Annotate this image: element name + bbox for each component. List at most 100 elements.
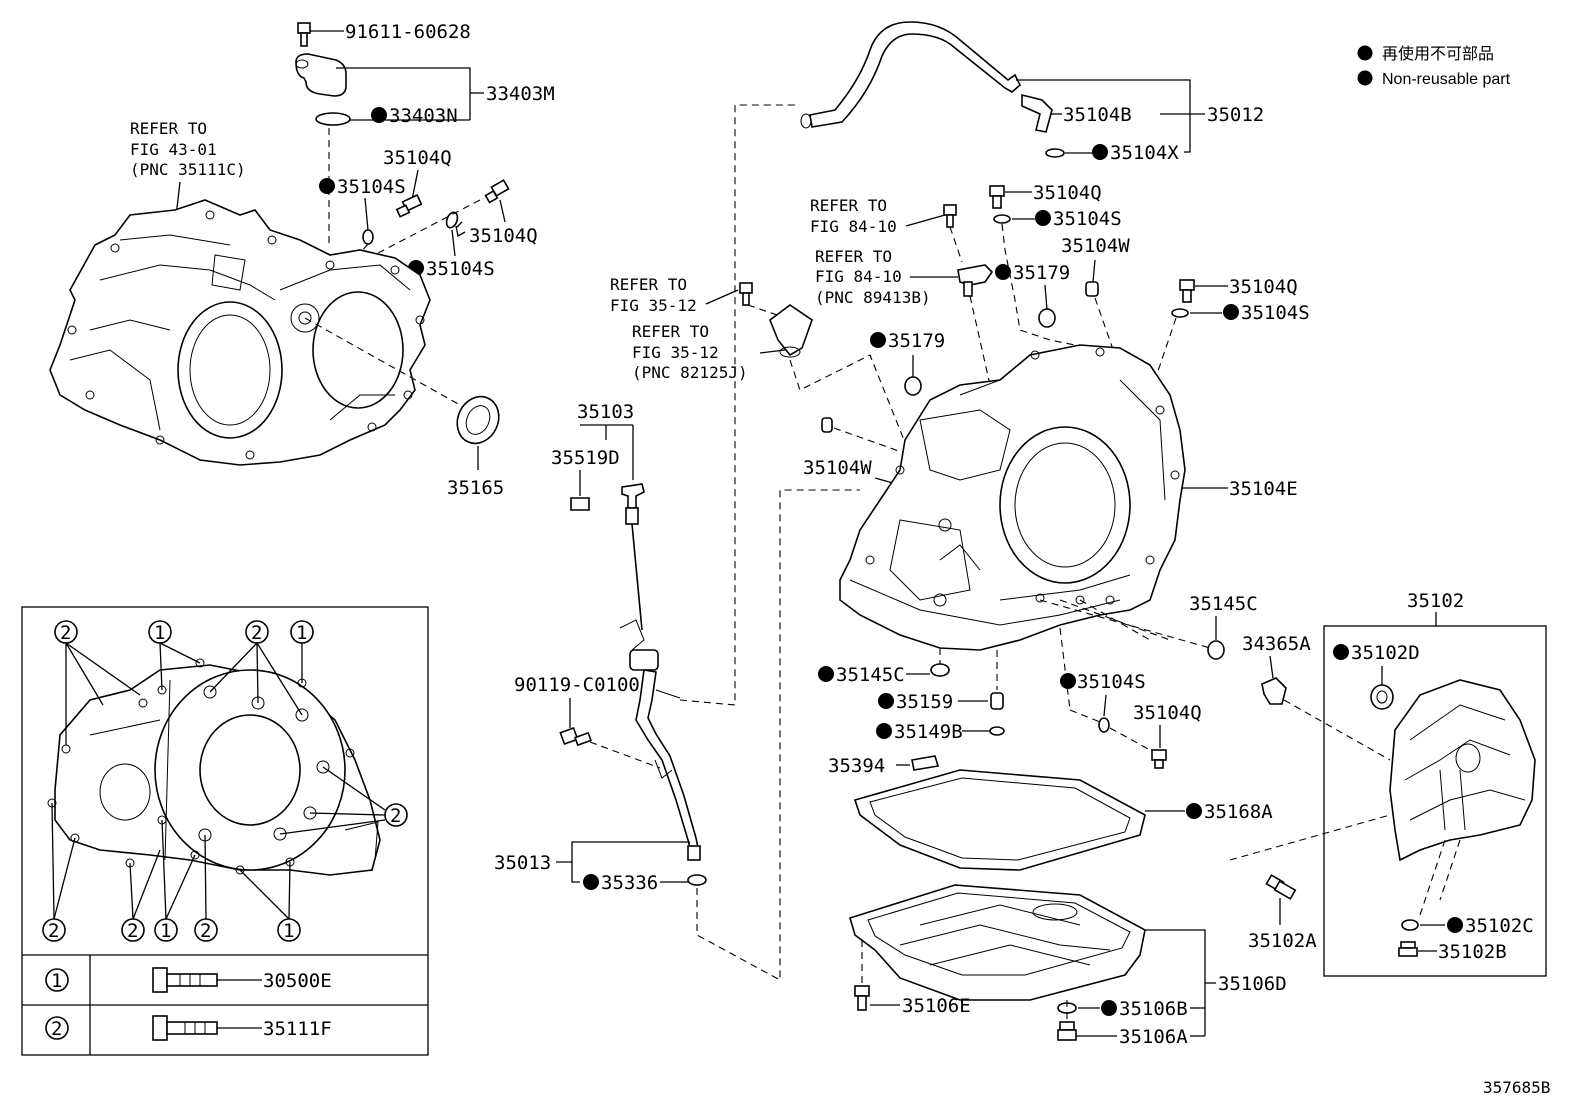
drain-plug-icon xyxy=(1057,1021,1077,1041)
dowel-pin-icon xyxy=(821,417,833,433)
callout-1-icon: 1 xyxy=(154,918,178,942)
o-ring-icon xyxy=(993,214,1011,224)
bolt-icon xyxy=(395,194,423,218)
part-label-35106A: 35106A xyxy=(1119,1026,1188,1048)
callout-1-icon: 1 xyxy=(290,620,314,644)
non-reusable-dot-icon xyxy=(1035,210,1051,226)
bolt-icon xyxy=(152,967,218,993)
part-label-35102: 35102 xyxy=(1407,590,1464,612)
clip-icon xyxy=(1261,677,1287,705)
o-ring-icon xyxy=(445,211,459,229)
part-label-35106B: 35106B xyxy=(1119,998,1188,1020)
transaxle-case-icon xyxy=(839,344,1186,651)
bolt-icon xyxy=(854,985,870,1011)
refer-text: REFER TO xyxy=(632,322,709,341)
bolt-icon xyxy=(1151,749,1167,769)
bearing-icon xyxy=(1370,684,1394,710)
non-reusable-dot-icon xyxy=(818,666,834,682)
non-reusable-dot-icon xyxy=(1060,673,1076,689)
svg-text:1: 1 xyxy=(296,622,307,644)
part-label-35104Q: 35104Q xyxy=(383,147,452,169)
svg-text:2: 2 xyxy=(127,920,138,942)
part-label-35013: 35013 xyxy=(494,852,551,874)
non-reusable-dot-icon xyxy=(1186,803,1202,819)
refer-text-line3: (PNC 35111C) xyxy=(130,160,246,179)
housing-bolt-pattern-icon xyxy=(47,658,381,876)
part-label-35104S: 35104S xyxy=(337,176,406,198)
refer-text: FIG 35-12 xyxy=(632,343,719,362)
part-label-35104Q: 35104Q xyxy=(1133,702,1202,724)
part-label-35104Q: 35104Q xyxy=(1033,182,1102,204)
breather-hose-icon xyxy=(809,21,1021,128)
part-label-35104Q: 35104Q xyxy=(1229,276,1298,298)
part-label-35179: 35179 xyxy=(1013,262,1070,284)
refer-text: (PNC 89413B) xyxy=(815,288,931,307)
side-cover-group: 35102 35102D 35102C 35102B xyxy=(1229,590,1547,977)
svg-text:2: 2 xyxy=(48,920,59,942)
plug-icon xyxy=(930,663,950,677)
o-ring-icon xyxy=(1171,308,1189,318)
part-label-35104S: 35104S xyxy=(426,258,495,280)
oil-pan-gasket-icon xyxy=(853,769,1146,871)
sleeve-icon xyxy=(295,53,347,97)
part-label-35102D: 35102D xyxy=(1351,642,1420,664)
callout-1-icon: 1 xyxy=(45,968,69,992)
o-ring-icon xyxy=(315,112,351,126)
o-ring-icon xyxy=(1098,717,1110,733)
callout-2-icon: 2 xyxy=(42,918,66,942)
oil-pan-group: 35394 35168A 35106D 35106E xyxy=(828,755,1287,1048)
non-reusable-dot-icon xyxy=(319,178,335,194)
part-label-35111F: 35111F xyxy=(263,1018,332,1040)
part-label-33403M: 33403M xyxy=(486,83,555,105)
bolt-location-inset: 2 1 2 1 2 2 2 1 2 1 1 xyxy=(21,606,429,1056)
part-label-35104S: 35104S xyxy=(1241,302,1310,324)
plug-icon xyxy=(904,376,922,396)
part-label-35145C: 35145C xyxy=(1189,593,1258,615)
part-label-35012: 35012 xyxy=(1207,104,1264,126)
non-reusable-dot-icon xyxy=(1333,644,1349,660)
refer-text: FIG 84-10 xyxy=(815,267,902,286)
part-label-35179: 35179 xyxy=(888,330,945,352)
legend-jp-text: 再使用不可部品 xyxy=(1382,45,1494,63)
legend: 再使用不可部品 Non-reusable part xyxy=(1357,45,1511,88)
callout-1-icon: 1 xyxy=(148,620,172,644)
refer-text: REFER TO xyxy=(815,247,892,266)
bolt-icon xyxy=(943,204,957,228)
legend-dot-icon xyxy=(1357,45,1373,61)
refer-text: FIG 35-12 xyxy=(610,296,697,315)
part-label-35519D: 35519D xyxy=(551,447,620,469)
part-label-35165: 35165 xyxy=(447,477,504,499)
refer-text: FIG 84-10 xyxy=(810,217,897,236)
part-label-35104S: 35104S xyxy=(1077,671,1146,693)
oil-seal-icon xyxy=(456,395,500,445)
clip-icon xyxy=(570,497,590,511)
o-ring-icon xyxy=(989,726,1005,736)
bolt-icon xyxy=(739,282,753,306)
part-label-33403N: 33403N xyxy=(389,105,458,127)
non-reusable-dot-icon xyxy=(878,693,894,709)
non-reusable-dot-icon xyxy=(1223,304,1239,320)
refer-text: (PNC 82125J) xyxy=(632,363,748,382)
part-label-35159: 35159 xyxy=(896,691,953,713)
part-label-35104S: 35104S xyxy=(1053,208,1122,230)
speed-sensor-icon xyxy=(769,304,813,358)
figure-code: 357685B xyxy=(1483,1078,1550,1097)
part-label-35394: 35394 xyxy=(828,755,885,777)
legend-en-text: Non-reusable part xyxy=(1382,71,1511,88)
non-reusable-dot-icon xyxy=(583,874,599,890)
callout-2-icon: 2 xyxy=(245,620,269,644)
non-reusable-dot-icon xyxy=(876,723,892,739)
side-cover-icon xyxy=(1389,679,1536,862)
part-label-35336: 35336 xyxy=(601,872,658,894)
bolt-icon xyxy=(152,1015,218,1041)
svg-text:1: 1 xyxy=(51,970,62,992)
bolt-icon xyxy=(989,185,1005,209)
o-ring-icon xyxy=(1401,919,1419,931)
transaxle-case-group: 35104Q 35104S 35104W 35179 35104Q 35104S… xyxy=(803,182,1310,769)
svg-text:1: 1 xyxy=(160,920,171,942)
part-label-35104Q: 35104Q xyxy=(469,225,538,247)
callout-2-icon: 2 xyxy=(45,1016,69,1040)
part-label-90119-C0100: 90119-C0100 xyxy=(514,674,640,696)
transaxle-housing-group: 91611-60628 33403M 33403N REFER TO FIG 4… xyxy=(49,21,555,499)
